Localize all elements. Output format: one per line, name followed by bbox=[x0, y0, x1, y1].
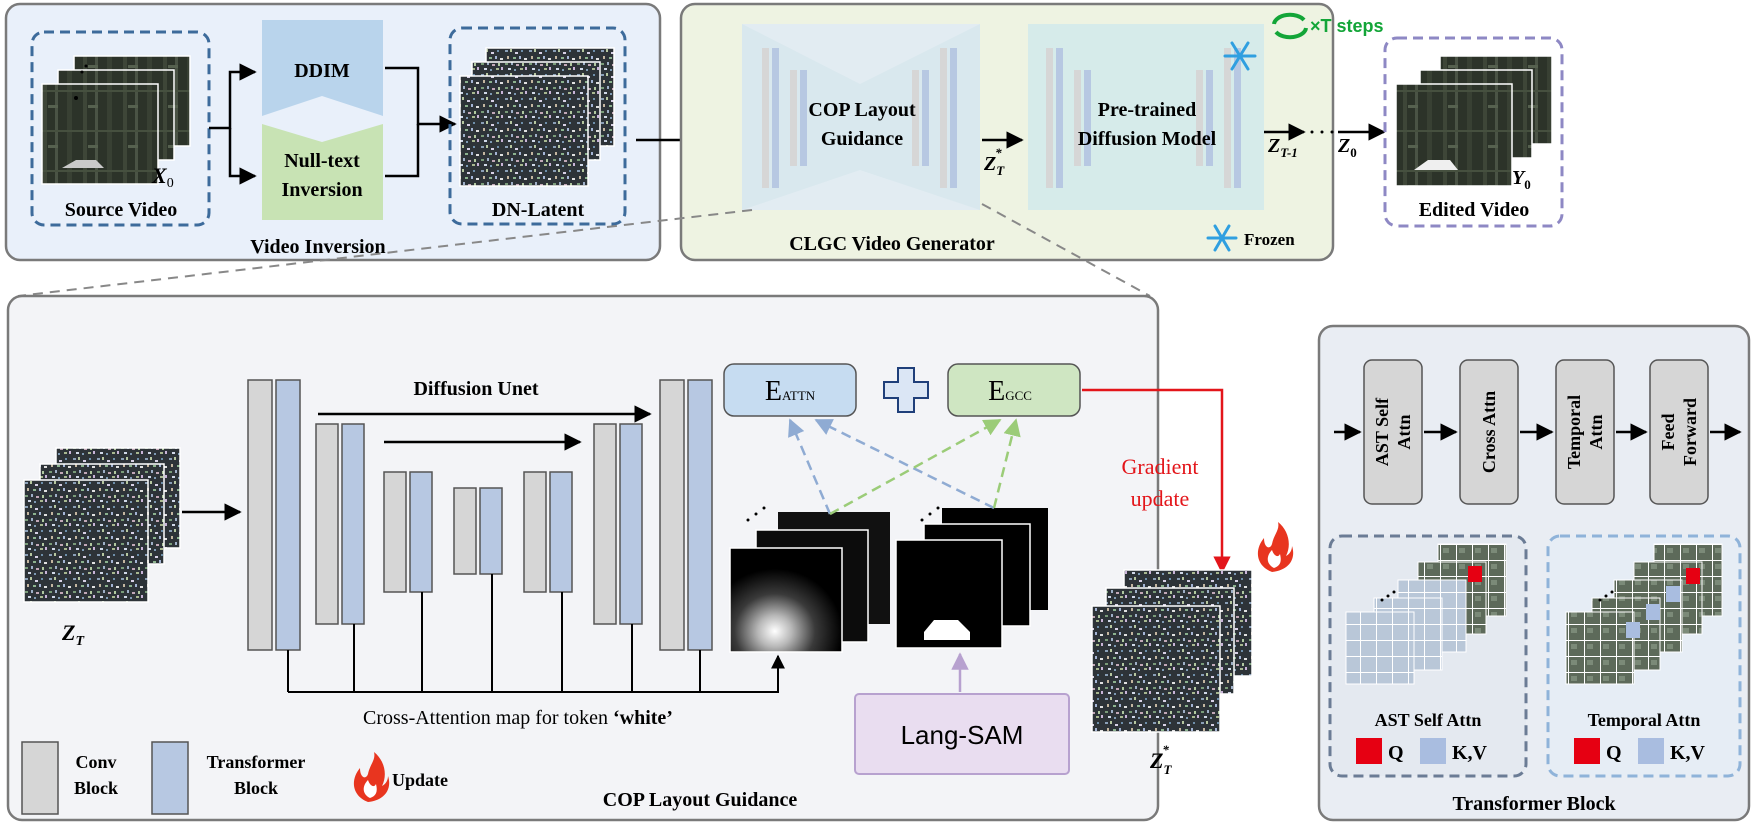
clgc-generator-panel: COP Layout Guidance ZT* Pre-trained Diff… bbox=[679, 2, 1335, 262]
z0-label: Z0 bbox=[1337, 135, 1357, 160]
refresh-cycle-icon bbox=[1272, 12, 1308, 40]
cop-layout-guidance-panel: ZT Diffusion Unet bbox=[6, 294, 1294, 822]
ast-block-line1: AST Self bbox=[1372, 397, 1392, 466]
legend-conv-line2: Block bbox=[74, 778, 118, 798]
lang-sam-mask-frames bbox=[895, 506, 1048, 649]
zt-star-output-label: ZT* bbox=[1149, 742, 1172, 777]
cop-line1: COP Layout bbox=[808, 99, 916, 121]
cross-attn-block bbox=[1459, 359, 1519, 505]
clgc-title: CLGC Video Generator bbox=[789, 233, 995, 255]
edited-video-panel: Y0 Edited Video bbox=[1383, 36, 1564, 228]
gradient-update-arrow bbox=[1082, 388, 1231, 574]
egcc-label: EGCC bbox=[988, 376, 1032, 407]
legend-update-label: Update bbox=[392, 770, 448, 790]
flame-icon bbox=[353, 752, 390, 802]
egcc-box bbox=[947, 363, 1081, 417]
cop-unet-bars bbox=[762, 48, 957, 188]
dn-latent-frames bbox=[459, 47, 615, 187]
q-label: Q bbox=[1388, 742, 1404, 764]
ff-block-line1: Feed bbox=[1658, 414, 1678, 451]
pretrained-line2: Diffusion Model bbox=[1078, 128, 1217, 150]
eattn-inputs bbox=[788, 418, 995, 515]
kv-label: K,V bbox=[1452, 742, 1488, 764]
plus-icon bbox=[883, 367, 929, 413]
crossattn-caption: Cross-Attention map for token ‘white’ bbox=[363, 707, 673, 729]
ff-block-line2: Forward bbox=[1680, 398, 1700, 466]
zoom-line-right bbox=[981, 203, 1151, 297]
egcc-inputs bbox=[829, 418, 1021, 516]
gradient-line2: update bbox=[1131, 486, 1190, 511]
feed-forward-block bbox=[1649, 359, 1709, 505]
zoom-line-left bbox=[17, 209, 753, 297]
temporal-attn-block bbox=[1555, 359, 1615, 505]
lang-sam-box bbox=[854, 693, 1070, 775]
ddim-label: DDIM bbox=[294, 60, 350, 82]
flame-icon bbox=[1257, 522, 1294, 572]
ast-frames bbox=[1345, 543, 1507, 685]
zt1-label: ZT-1 bbox=[1267, 135, 1298, 160]
source-video-label: Source Video bbox=[65, 199, 177, 221]
kv-swatch bbox=[1638, 738, 1664, 764]
attention-map-frames bbox=[729, 506, 890, 653]
legend-transformer-line2: Block bbox=[234, 778, 278, 798]
temporal-block-line2: Attn bbox=[1586, 415, 1606, 450]
legend-conv-swatch bbox=[21, 741, 59, 815]
zt-star-label-top: ZT* bbox=[983, 145, 1005, 178]
diffusion-unet bbox=[247, 379, 713, 651]
q-swatch bbox=[1356, 738, 1382, 764]
video-inversion-panel: X0 Source Video DDIM Null-text Inversion… bbox=[4, 2, 662, 262]
pretrained-unet-bars bbox=[1046, 48, 1241, 188]
zt-input-frames bbox=[23, 447, 181, 603]
nti-line1: Null-text bbox=[284, 150, 360, 172]
ast-block-line2: Attn bbox=[1394, 415, 1414, 450]
transformer-block-panel: AST Self Attn Cross Attn Temporal Attn F… bbox=[1317, 324, 1751, 822]
gradient-line1: Gradient bbox=[1122, 454, 1199, 479]
cop-panel-title: COP Layout Guidance bbox=[603, 789, 798, 811]
ddim-block bbox=[262, 20, 383, 116]
legend-transformer-line1: Transformer bbox=[207, 752, 306, 772]
source-video-frames bbox=[41, 55, 191, 185]
temporal-subbox-label: Temporal Attn bbox=[1588, 710, 1701, 730]
ellipsis-dots bbox=[1310, 130, 1334, 134]
legend-transformer-swatch bbox=[151, 741, 189, 815]
kv-swatch bbox=[1420, 738, 1446, 764]
cross-block-line1: Cross Attn bbox=[1479, 391, 1499, 473]
cop-line2: Guidance bbox=[821, 128, 903, 150]
eattn-box bbox=[723, 363, 857, 417]
ast-self-attn-block bbox=[1363, 359, 1423, 505]
temporal-frames bbox=[1565, 543, 1723, 685]
diffusion-unet-label: Diffusion Unet bbox=[413, 378, 538, 400]
zt-input-label: ZT bbox=[61, 620, 85, 649]
dn-latent-label: DN-Latent bbox=[492, 199, 585, 221]
eattn-label: EATTN bbox=[765, 376, 816, 407]
null-text-inversion-block bbox=[262, 124, 383, 220]
x0-label: X0 bbox=[151, 163, 174, 191]
q-label: Q bbox=[1606, 742, 1622, 764]
video-inversion-title: Video Inversion bbox=[250, 236, 385, 258]
nti-line2: Inversion bbox=[281, 179, 362, 201]
snowflake-icon bbox=[1206, 224, 1238, 252]
steps-label: ×T steps bbox=[1310, 16, 1384, 36]
transformer-panel-title: Transformer Block bbox=[1452, 793, 1616, 815]
snowflake-icon bbox=[1223, 41, 1257, 71]
ast-subbox-label: AST Self Attn bbox=[1375, 710, 1482, 730]
legend-conv-line1: Conv bbox=[75, 752, 116, 772]
kv-label: K,V bbox=[1670, 742, 1706, 764]
pretrained-line1: Pre-trained bbox=[1098, 99, 1197, 121]
q-swatch bbox=[1574, 738, 1600, 764]
temporal-block-line1: Temporal bbox=[1564, 395, 1584, 469]
y0-label: Y0 bbox=[1512, 167, 1531, 192]
lang-sam-label: Lang-SAM bbox=[901, 720, 1024, 750]
attention-collect-lines bbox=[287, 574, 785, 693]
zt-star-output-frames bbox=[1091, 569, 1253, 733]
frozen-label: Frozen bbox=[1244, 230, 1295, 249]
edited-video-label: Edited Video bbox=[1419, 199, 1530, 221]
dn-latent-box bbox=[448, 26, 627, 226]
